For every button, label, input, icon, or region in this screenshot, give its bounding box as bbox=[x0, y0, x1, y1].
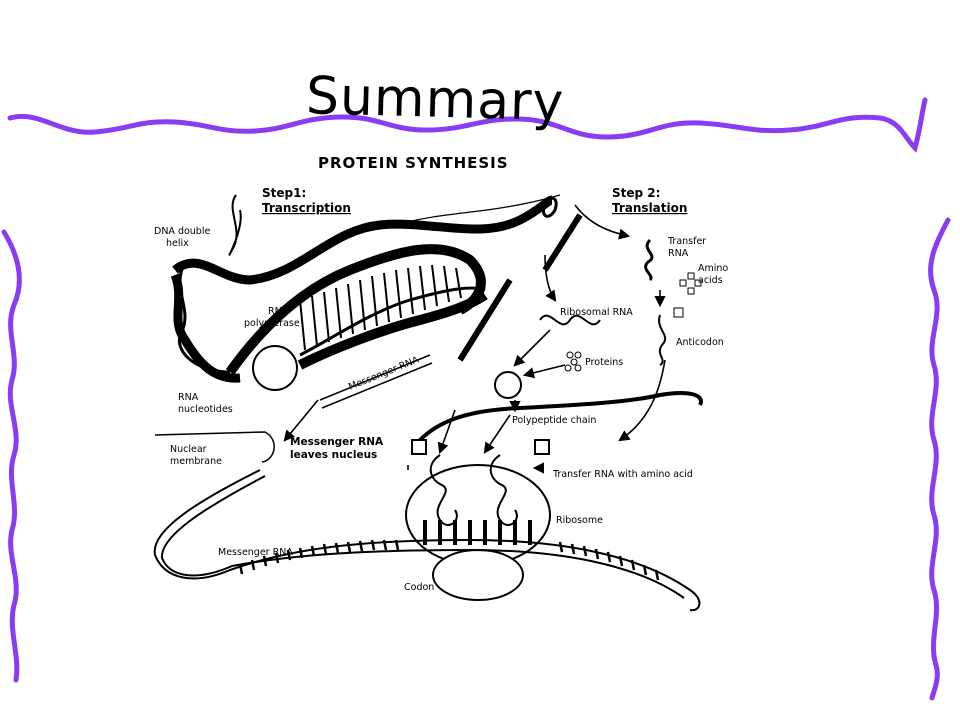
ribosomal-rna-squiggle bbox=[539, 314, 601, 326]
step2-name: Translation bbox=[612, 201, 687, 215]
top-wave bbox=[7, 97, 928, 153]
codon-label: Codon bbox=[404, 582, 434, 593]
anticodon-amino-box bbox=[673, 307, 684, 318]
polypeptide-chain-shape bbox=[418, 391, 703, 442]
amino-acids-label-2: acids bbox=[698, 275, 723, 286]
step2-label: Step 2: bbox=[612, 186, 660, 200]
amino-acids-label-1: Amino bbox=[698, 263, 728, 274]
ribosomal-rna-bar1 bbox=[457, 278, 513, 362]
ribosomal-rna-label: Ribosomal RNA bbox=[560, 307, 633, 318]
proteins-cluster bbox=[564, 351, 582, 372]
nuclear-membrane-label-2: membrane bbox=[170, 456, 222, 467]
amino-acids-cluster bbox=[679, 272, 702, 295]
dna-helix bbox=[170, 194, 558, 383]
rna-nucleotides-label-2: nucleotides bbox=[178, 404, 233, 415]
transfer-rna-label-1: Transfer bbox=[667, 236, 706, 247]
ribosomal-rna-bar2 bbox=[542, 213, 583, 272]
ribosome-trnas bbox=[411, 439, 550, 526]
transfer-rna-shape bbox=[644, 238, 654, 282]
step1-name: Transcription bbox=[262, 201, 351, 215]
nuclear-membrane-line bbox=[154, 431, 275, 463]
right-wave bbox=[928, 217, 951, 701]
codon-bars bbox=[423, 520, 532, 545]
dna-label-2: helix bbox=[166, 238, 189, 249]
mrna-leaves-label-1: Messenger RNA bbox=[290, 436, 384, 448]
rna-polymerase-shape bbox=[252, 345, 298, 391]
transfer-rna-label-2: RNA bbox=[668, 248, 689, 259]
arrows bbox=[283, 204, 666, 474]
step1-label: Step1: bbox=[262, 186, 306, 200]
ribosome-label: Ribosome bbox=[556, 515, 603, 526]
mrna-strand bbox=[319, 354, 433, 409]
polypeptide-chain-label: Polypeptide chain bbox=[512, 415, 596, 426]
diagram-heading: PROTEIN SYNTHESIS bbox=[318, 154, 509, 172]
rna-polymerase-label-1: RNA bbox=[268, 306, 289, 317]
nuclear-membrane-label-1: Nuclear bbox=[170, 444, 207, 455]
trna-amino-label: Transfer RNA with amino acid bbox=[552, 469, 693, 480]
proteins-label: Proteins bbox=[585, 357, 623, 368]
anticodon-label: Anticodon bbox=[676, 337, 724, 348]
anticodon-shape bbox=[658, 314, 667, 366]
mrna-strand-label: Messenger RNA bbox=[347, 354, 421, 392]
rna-nucleotides-label-1: RNA bbox=[178, 392, 199, 403]
nuclear-membrane-top bbox=[394, 194, 561, 226]
codon-teeth bbox=[238, 539, 660, 581]
messenger-rna-label: Messenger RNA bbox=[218, 547, 293, 558]
rna-polymerase-label-2: polymerase bbox=[244, 318, 300, 329]
dna-label-1: DNA double bbox=[154, 226, 210, 237]
mrna-leaves-label-2: leaves nucleus bbox=[290, 449, 377, 461]
left-wave bbox=[1, 229, 22, 683]
ribosome-lower bbox=[432, 549, 524, 601]
mrna-long-lower bbox=[160, 475, 685, 599]
mrna-long-upper bbox=[153, 469, 701, 612]
small-ribosome bbox=[494, 371, 522, 399]
